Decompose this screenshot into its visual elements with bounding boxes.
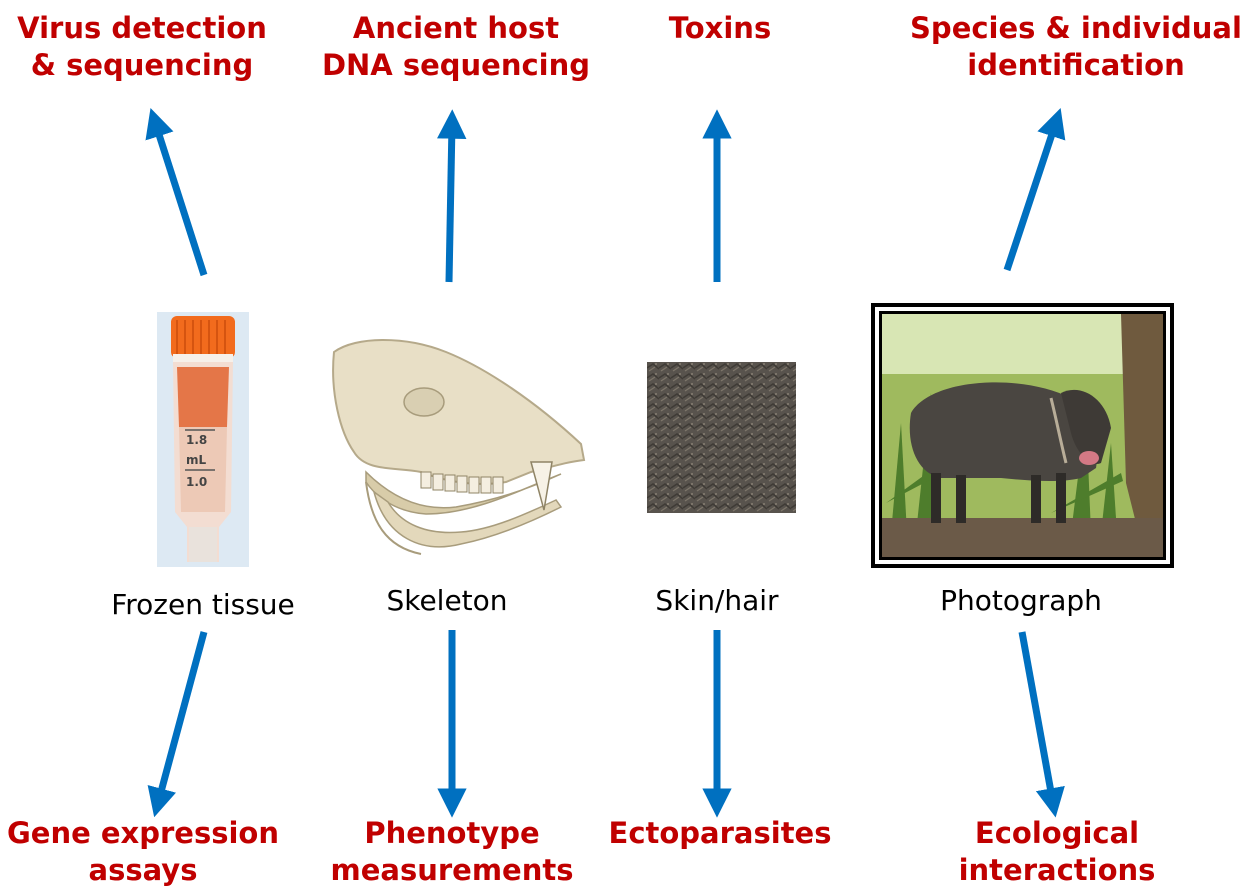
outcome-ecological-interactions: Ecological interactions bbox=[959, 815, 1156, 889]
outcome-line: Ecological bbox=[959, 815, 1156, 852]
vial-marking: 1.0 bbox=[186, 475, 207, 489]
arrow-down-photograph bbox=[1022, 632, 1053, 803]
arrow-down-frozen-tissue bbox=[158, 632, 204, 803]
outcome-phenotype: Phenotype measurements bbox=[331, 815, 574, 889]
outcome-species-identification: Species & individual identification bbox=[910, 10, 1241, 84]
outcome-line: & sequencing bbox=[17, 47, 267, 84]
outcome-line: Ectoparasites bbox=[609, 815, 832, 852]
hair-texture-image bbox=[647, 362, 796, 513]
vial-marking: mL bbox=[186, 453, 207, 467]
outcome-ancient-dna: Ancient host DNA sequencing bbox=[322, 10, 590, 84]
outcome-line: Gene expression bbox=[7, 815, 279, 852]
vial-marking: 1.8 bbox=[186, 433, 207, 447]
outcome-ectoparasites: Ectoparasites bbox=[609, 815, 832, 852]
outcome-gene-expression: Gene expression assays bbox=[7, 815, 279, 889]
outcome-line: assays bbox=[7, 852, 279, 889]
arrow-up-frozen-tissue bbox=[155, 122, 204, 275]
arrow-up-photograph bbox=[1007, 122, 1056, 270]
specimen-label-skeleton: Skeleton bbox=[386, 584, 507, 618]
outcome-line: Toxins bbox=[669, 10, 771, 47]
outcome-line: measurements bbox=[331, 852, 574, 889]
outcome-line: identification bbox=[910, 47, 1241, 84]
outcome-line: Phenotype bbox=[331, 815, 574, 852]
outcome-line: interactions bbox=[959, 852, 1156, 889]
specimen-label-skin-hair: Skin/hair bbox=[655, 584, 778, 618]
peccary-photo-image bbox=[871, 303, 1174, 568]
specimen-label-photograph: Photograph bbox=[940, 584, 1102, 618]
specimen-label-frozen-tissue: Frozen tissue bbox=[111, 588, 295, 622]
outcome-line: Virus detection bbox=[17, 10, 267, 47]
peccary-skull-image bbox=[326, 332, 588, 558]
outcome-line: Species & individual bbox=[910, 10, 1241, 47]
outcome-toxins: Toxins bbox=[669, 10, 771, 47]
outcome-line: DNA sequencing bbox=[322, 47, 590, 84]
arrow-up-skeleton bbox=[449, 124, 452, 282]
outcome-line: Ancient host bbox=[322, 10, 590, 47]
outcome-virus-detection: Virus detection & sequencing bbox=[17, 10, 267, 84]
cryovial-image: 1.8 mL 1.0 bbox=[157, 312, 249, 567]
